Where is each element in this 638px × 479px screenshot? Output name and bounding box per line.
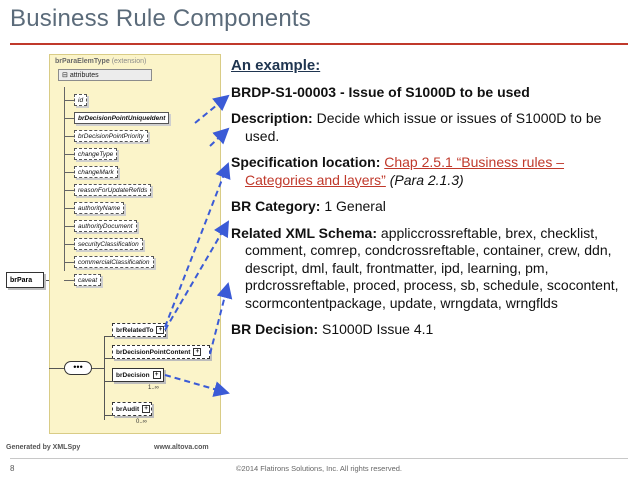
attribute: brDecisionPointUniqueIdent [74, 112, 170, 124]
attribute: commercialClassification [74, 256, 154, 268]
element-br-decision-point-content: brDecisionPointContent+ [112, 345, 210, 359]
attribute: brDecisionPointPriority [74, 130, 148, 142]
specification-location: Specification location: Chap 2.5.1 “Busi… [231, 154, 565, 188]
br-decision: BR Decision: S1000D Issue 4.1 [231, 321, 434, 337]
root-element-br-para: brPara [6, 272, 44, 288]
decision-occurrence: 1..∞ [148, 385, 159, 391]
attribute: reasonForUpdateRefIds [74, 184, 152, 196]
sequence-compositor: ••• [64, 361, 92, 375]
attribute: authorityName [74, 202, 125, 214]
br-category: BR Category: 1 General [231, 198, 386, 214]
element-br-related-to: brRelatedTo+ [112, 323, 166, 337]
attributes-header: ⊟ attributes [58, 69, 152, 81]
attribute: securityClassification [74, 238, 143, 250]
attribute: changeType [74, 148, 118, 160]
attribute: id [74, 94, 88, 106]
copyright-notice: ©2014 Flatirons Solutions, Inc. All righ… [235, 464, 403, 473]
attribute: caveat [74, 274, 102, 286]
specification-link[interactable]: Chap 2.5.1 “Business rules – Categories … [245, 154, 565, 188]
element-br-decision: brDecision+ [112, 368, 164, 382]
generator-label: Generated by XMLSpy [6, 444, 81, 451]
description: Description: Decide which issue or issue… [231, 110, 602, 144]
attributes-connector [64, 87, 65, 271]
type-label: brParaElemType (extension) [55, 58, 147, 65]
audit-occurrence: 0..∞ [136, 419, 147, 425]
title-divider [10, 43, 628, 45]
attribute: changeMark [74, 166, 118, 178]
element-br-audit: brAudit+ [112, 402, 152, 416]
schema-diagram: brParaElemType (extension) ⊟ attributes … [6, 54, 221, 460]
generator-site: www.altova.com [154, 444, 209, 451]
footer-divider [10, 458, 628, 459]
page-number: 8 [10, 464, 15, 473]
element-type-panel: brParaElemType (extension) ⊟ attributes … [49, 54, 221, 434]
slide-title: Business Rule Components [10, 5, 311, 32]
attribute: authorityDocument [74, 220, 137, 232]
example-heading: An example: [231, 57, 321, 74]
rule-details: An example: BRDP-S1-00003 - Issue of S10… [231, 57, 627, 348]
related-xml-schema: Related XML Schema: appliccrossreftable,… [231, 224, 619, 311]
brdp-id: BRDP-S1-00003 - Issue of S1000D to be us… [231, 83, 530, 100]
